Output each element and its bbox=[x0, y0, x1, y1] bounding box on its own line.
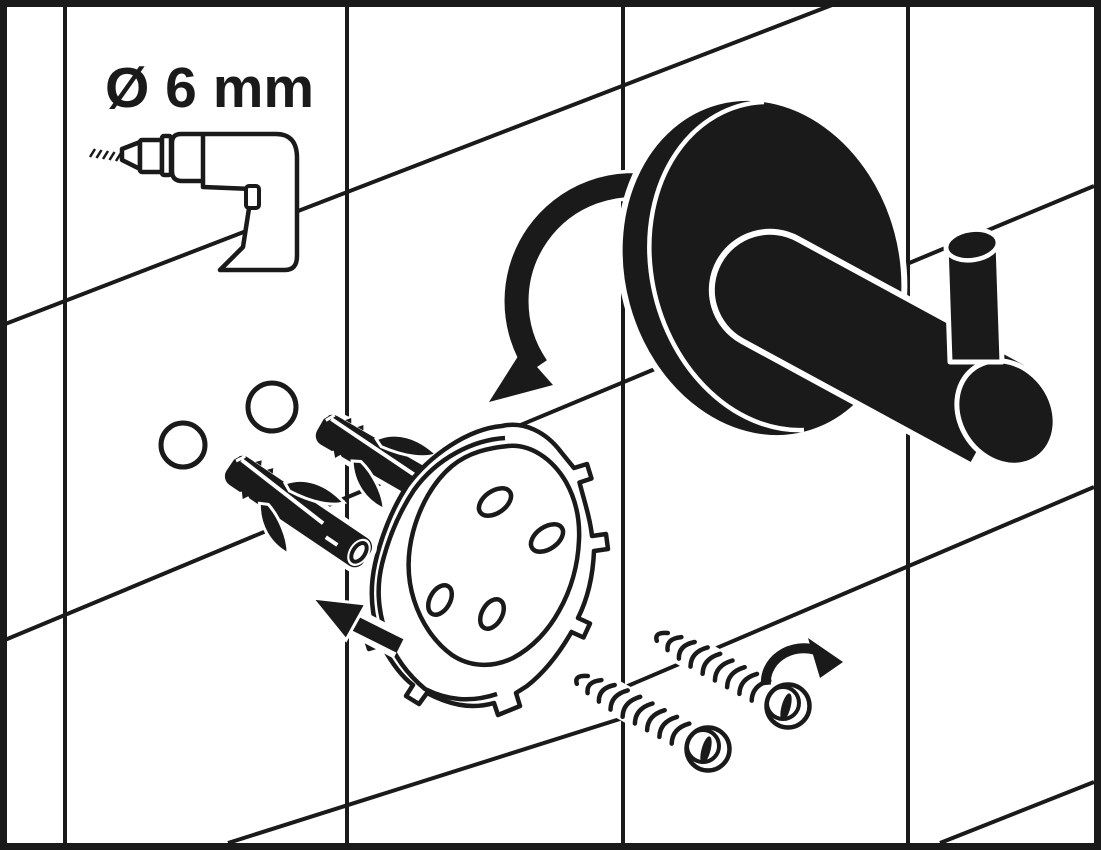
drill-chuck-collar bbox=[159, 133, 174, 178]
plate-hole bbox=[476, 486, 514, 518]
screw bbox=[563, 659, 732, 773]
wall-plug bbox=[204, 434, 389, 593]
plate-face-line bbox=[406, 443, 582, 668]
screw bbox=[643, 616, 812, 730]
drilled-holes bbox=[158, 380, 299, 470]
drill-hole bbox=[245, 380, 299, 434]
plate-hole bbox=[528, 522, 566, 554]
screw-slot bbox=[700, 736, 712, 764]
hook-arm-endcap bbox=[954, 358, 1058, 468]
screw-slot bbox=[780, 693, 792, 721]
hook-arm bbox=[708, 228, 1058, 469]
mounting-plate bbox=[362, 422, 611, 718]
drill-body bbox=[169, 131, 300, 273]
drill-chuck-tip bbox=[119, 139, 143, 172]
hook-peg-cap bbox=[943, 227, 1001, 263]
drill-icon bbox=[88, 131, 300, 273]
plate-hole bbox=[425, 583, 455, 617]
diameter-label: Ø 6 mm bbox=[105, 56, 314, 120]
drill-hole bbox=[158, 420, 208, 470]
drill-chuck bbox=[137, 137, 165, 175]
drill-bit bbox=[88, 148, 129, 163]
plate-hole bbox=[477, 597, 507, 631]
screw-rotation-arrow bbox=[760, 638, 843, 686]
plate-rim-line bbox=[376, 435, 506, 702]
hook-peg bbox=[943, 227, 1005, 365]
rotate-place-arrow bbox=[489, 169, 666, 402]
wall-hook bbox=[616, 94, 1058, 469]
push-in-arrow bbox=[308, 596, 407, 659]
drill-trigger bbox=[244, 184, 261, 210]
